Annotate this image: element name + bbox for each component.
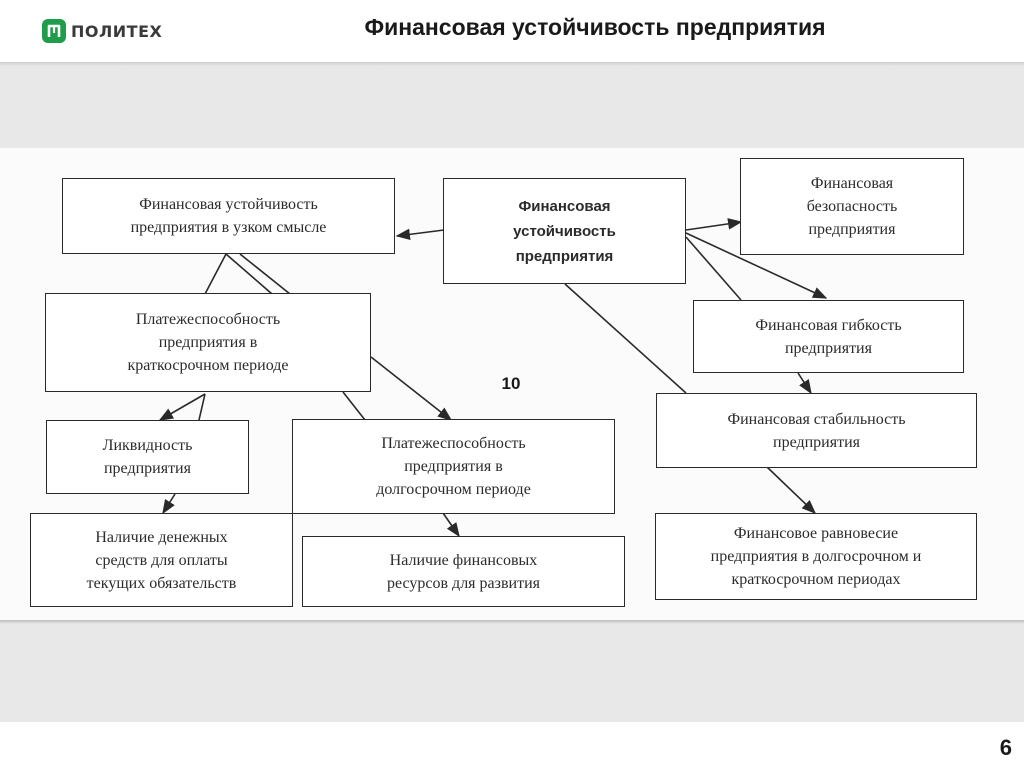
node-cash-availability: Наличие денежных средств для оплаты теку… [30,513,293,607]
node-financial-flexibility-label: Финансовая гибкость предприятия [755,316,902,357]
node-financial-resources: Наличие финансовых ресурсов для развития [302,536,625,607]
node-financial-security: Финансовая безопасность предприятия [740,158,964,255]
line-center-to-stability [564,283,687,394]
arrow-center-to-security [685,218,743,231]
line-narrow-to-short-a [204,253,227,295]
node-liquidity-label: Ликвидность предприятия [102,437,193,477]
node-financial-stability-durable-label: Финансовая стабильность предприятия [727,410,906,451]
node-financial-stability: Финансовая устойчивость предприятия [443,178,686,284]
arrow-short-to-long [370,356,453,421]
diagram-bottom-edge [0,620,1024,624]
arrow-stability-to-equilibrium [766,466,817,514]
line-short-to-long [342,391,366,421]
node-financial-stability-label: Финансовая устойчивость предприятия [513,197,616,265]
line-narrow-to-short-c [239,253,291,295]
node-long-term-solvency: Платежеспособность предприятия в долгоср… [292,419,615,514]
line-short-to-liquidity [198,393,206,421]
logo-text: ПОЛИТЕХ [71,21,163,41]
arrow-flexibility-to-stability [797,372,812,395]
node-financial-flexibility: Финансовая гибкость предприятия [693,300,964,373]
line-center-to-flexibility [685,236,742,301]
arrow-long-to-resources [442,512,460,538]
arrow-center-to-narrow [395,228,445,241]
diagram-number: 10 [501,374,521,393]
node-short-term-solvency: Платежеспособность предприятия в краткос… [45,293,371,392]
arrow-short-to-liquidity [158,393,206,421]
node-narrow-stability: Финансовая устойчивость предприятия в уз… [62,178,395,254]
page-title: Финансовая устойчивость предприятия [364,14,826,40]
slide-footer [0,722,1024,767]
node-liquidity: Ликвидность предприятия [46,420,249,494]
node-financial-security-label: Финансовая безопасность предприятия [806,175,898,238]
arrow-liquidity-to-cash [162,493,176,515]
arrow-center-to-flexibility [685,232,828,299]
node-short-term-solvency-label: Платежеспособность предприятия в краткос… [127,311,289,374]
polytech-logo-icon [42,19,66,43]
line-narrow-to-short-b [225,253,273,295]
node-financial-stability-durable: Финансовая стабильность предприятия [656,393,977,468]
logo: ПОЛИТЕХ [42,17,162,45]
node-financial-equilibrium-label: Финансовое равновесие предприятия в долг… [710,525,922,588]
page-number: 6 [999,735,1012,760]
band-top-edge [0,62,1024,66]
node-narrow-stability-label: Финансовая устойчивость предприятия в уз… [130,196,327,236]
node-cash-availability-label: Наличие денежных средств для оплаты теку… [86,528,237,592]
node-financial-resources-label: Наличие финансовых ресурсов для развития [387,551,540,592]
slide-header: ПОЛИТЕХ Финансовая устойчивость предприя… [0,0,1024,62]
node-financial-equilibrium: Финансовое равновесие предприятия в долг… [655,513,977,600]
node-long-term-solvency-label: Платежеспособность предприятия в долгоср… [376,435,531,498]
